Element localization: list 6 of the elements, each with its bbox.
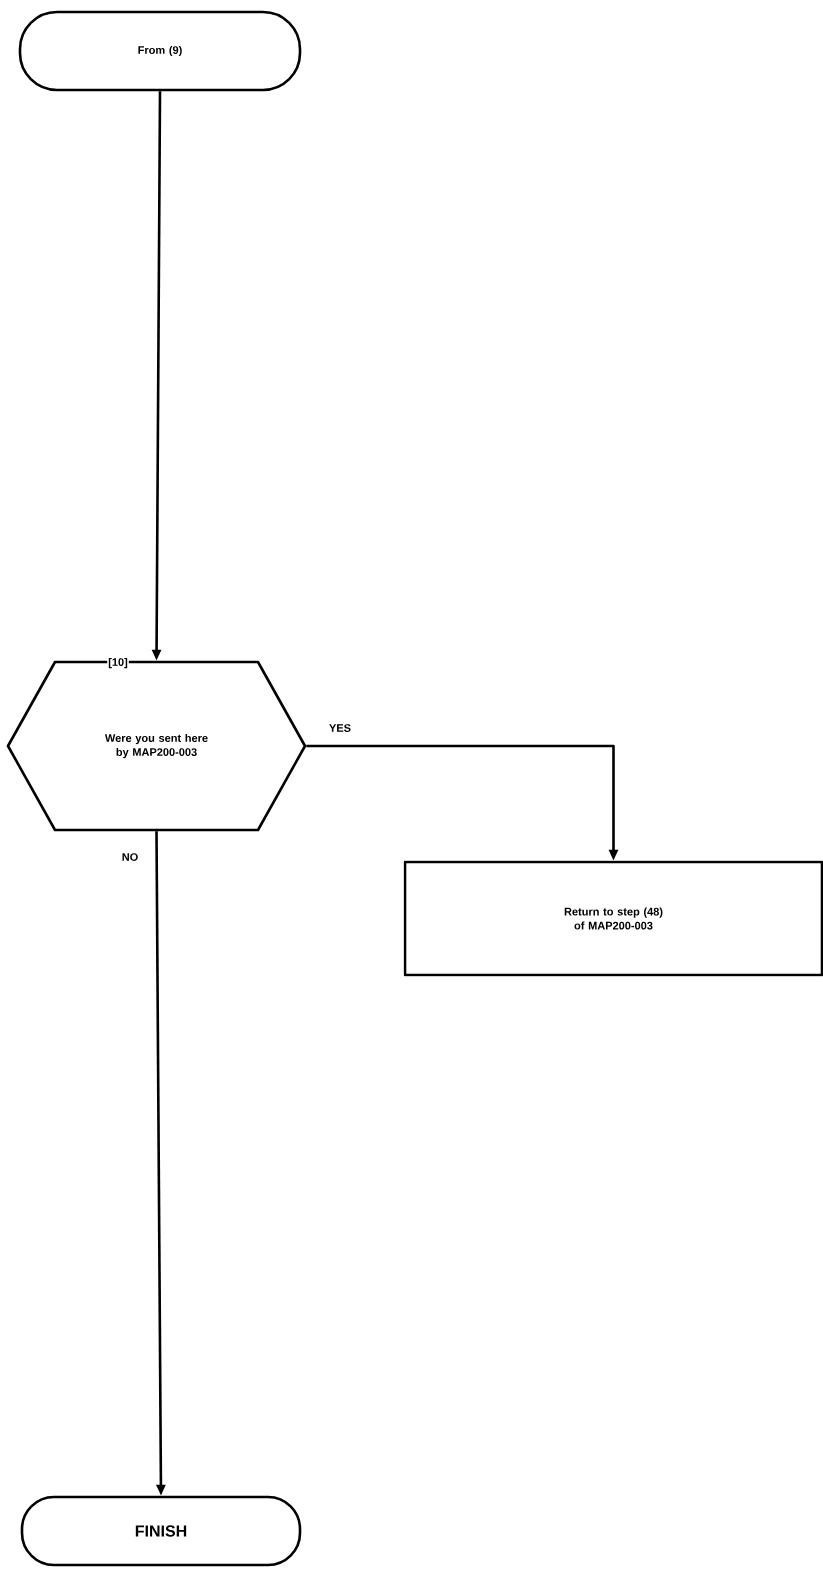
edge-label: YES <box>328 723 352 733</box>
terminal-box: FINISH <box>20 1495 302 1567</box>
process-box: Return to step (48) of MAP200-003 <box>403 860 823 977</box>
edge-label: NO <box>120 852 140 862</box>
terminal-box: From (9) <box>18 10 302 92</box>
decision-hexagon: Were you sent here by MAP200-003 [10] <box>6 656 307 832</box>
